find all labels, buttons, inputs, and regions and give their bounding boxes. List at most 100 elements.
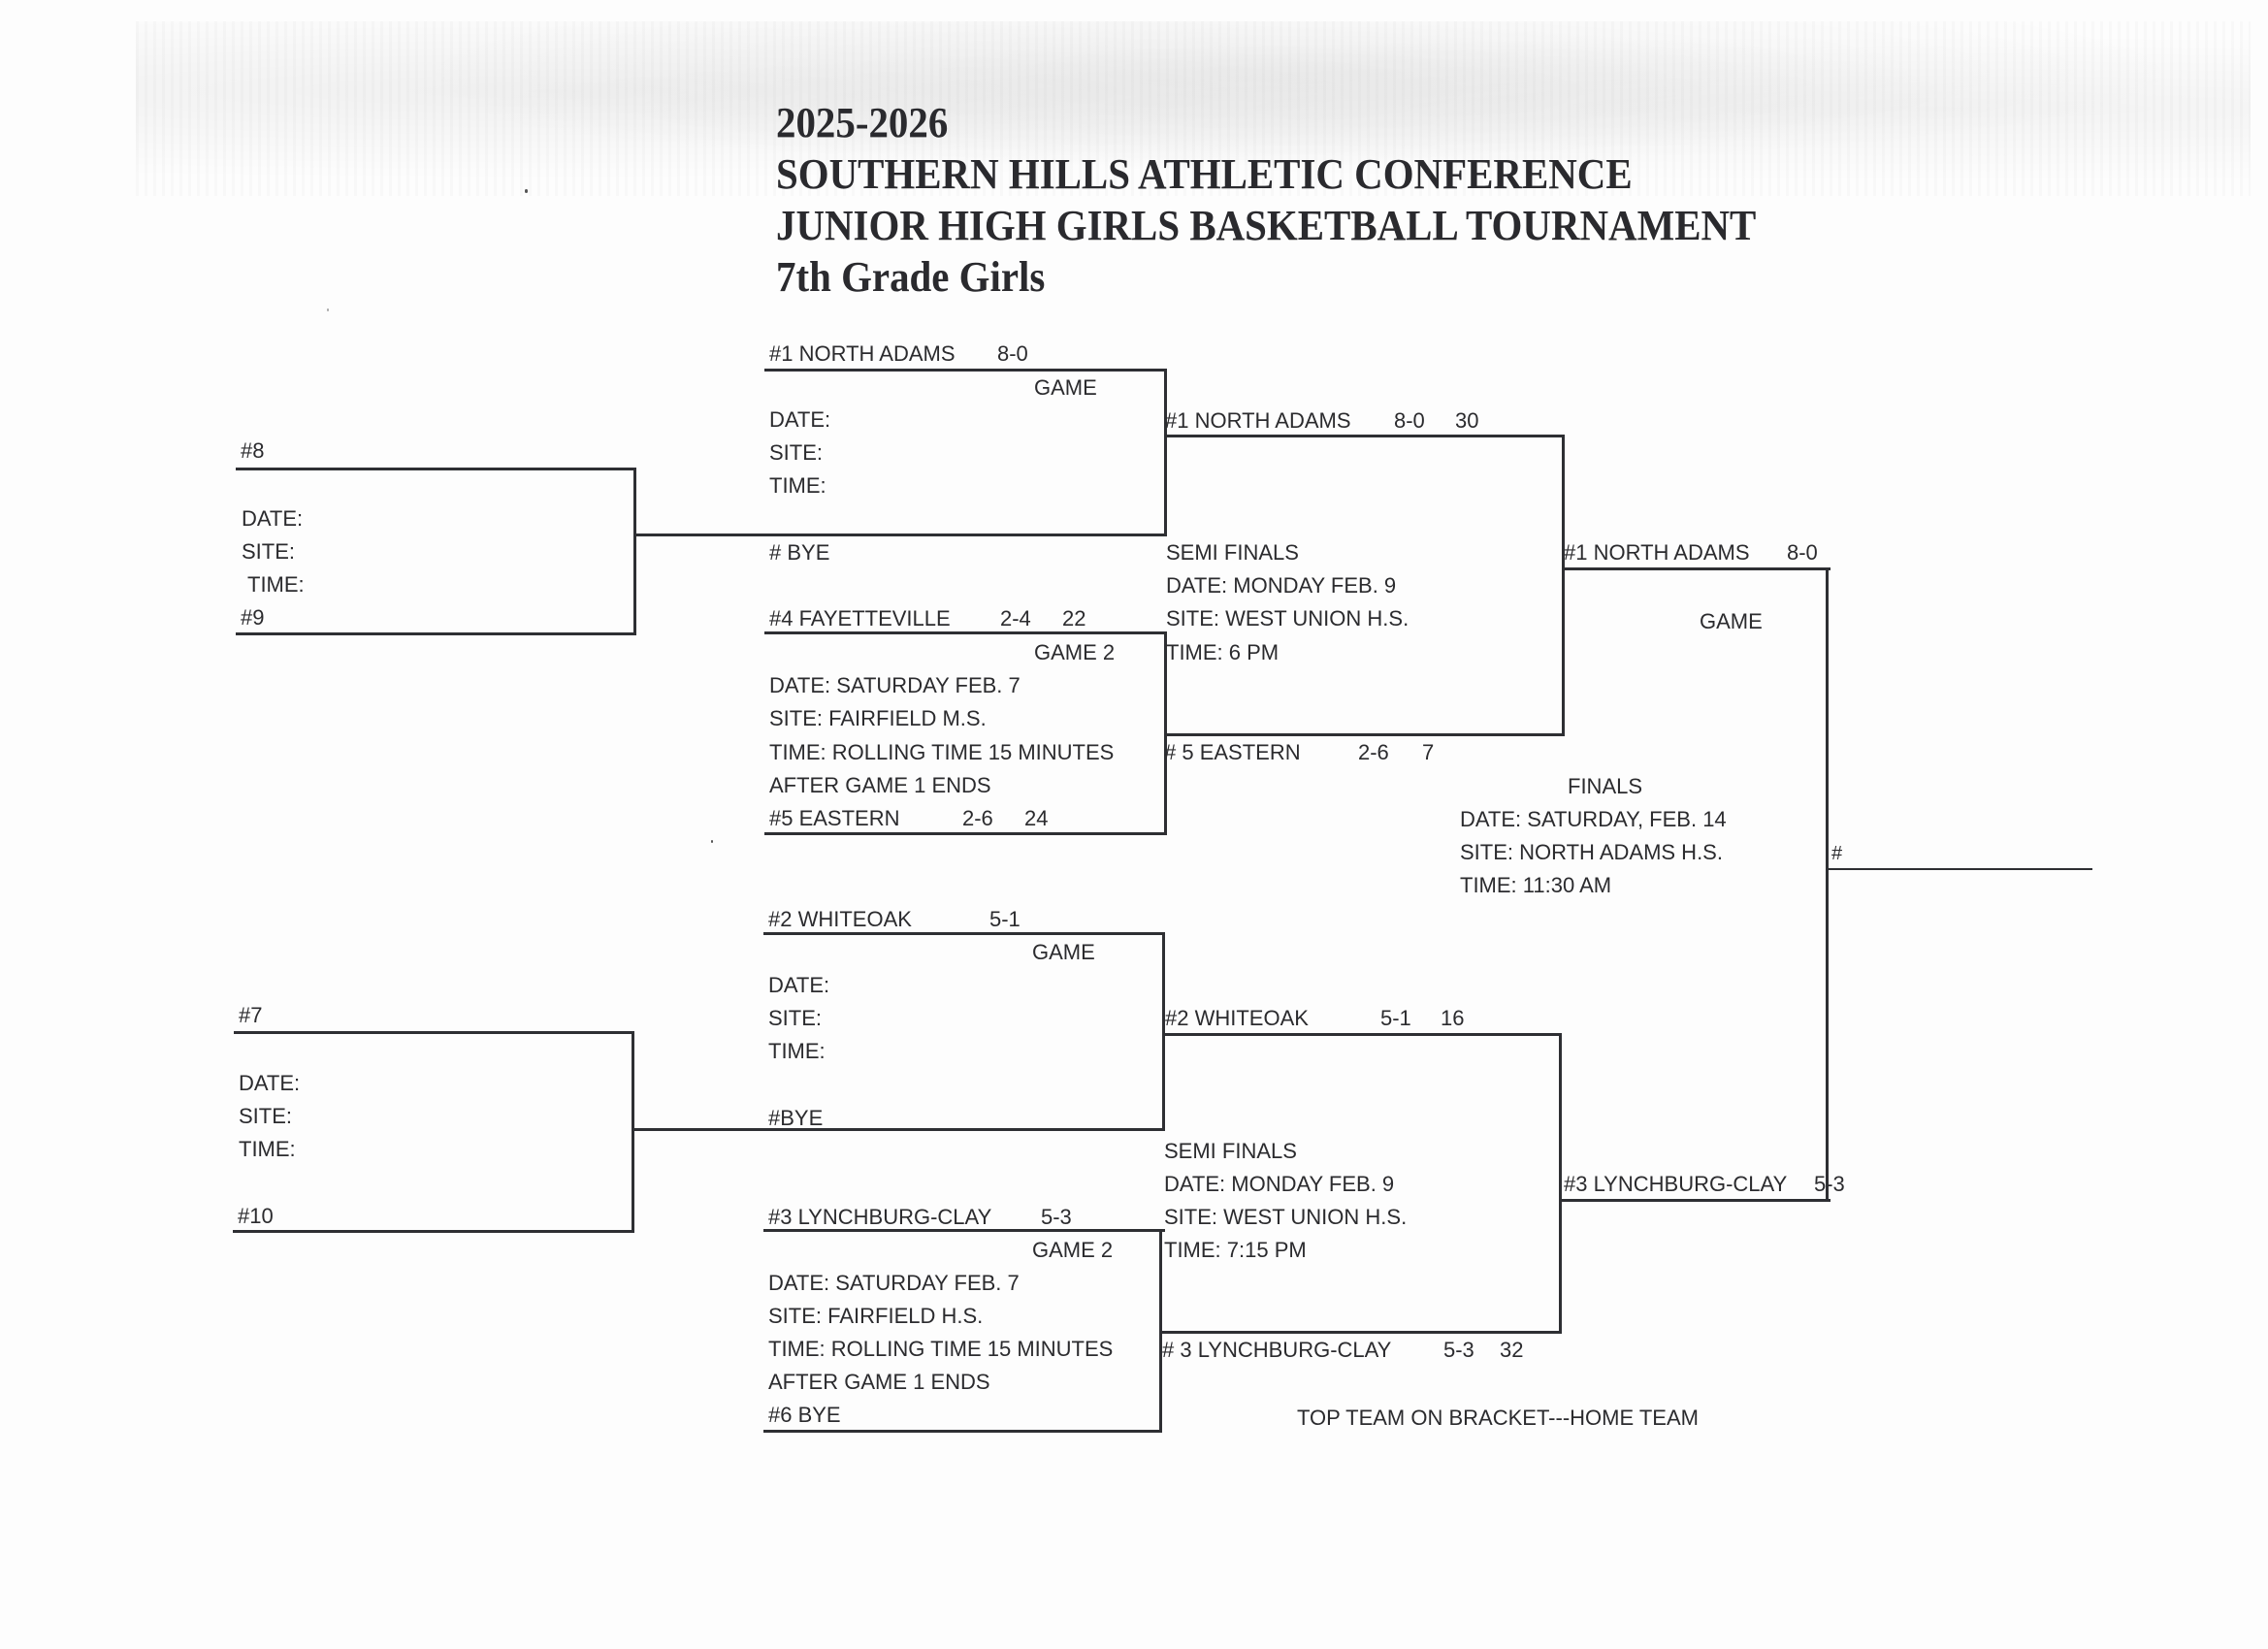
team-score: 24: [1024, 806, 1049, 830]
site-value: SITE: FAIRFIELD H.S.: [768, 1304, 984, 1328]
bracket-connector: [1562, 567, 1831, 570]
champion-slot: #: [1831, 843, 1843, 864]
team-record: 2-6: [1358, 740, 1389, 764]
game-label: GAME: [1032, 940, 1095, 964]
time-label: TIME:: [768, 1039, 826, 1063]
team-seed: #10: [238, 1204, 274, 1228]
date-value: DATE: SATURDAY FEB. 7: [769, 673, 1021, 697]
bracket-connector: [1164, 733, 1564, 736]
team-name: #3 LYNCHBURG-CLAY: [768, 1205, 992, 1229]
round-title: SEMI FINALS: [1164, 1139, 1297, 1163]
bracket-connector: [1164, 435, 1564, 437]
team-name: # 3 LYNCHBURG-CLAY: [1162, 1338, 1392, 1362]
time-label: TIME:: [769, 473, 826, 498]
site-value: SITE: NORTH ADAMS H.S.: [1460, 840, 1723, 864]
team-record: 8-0: [997, 341, 1028, 366]
team-name: #2 WHITEOAK: [1165, 1006, 1309, 1030]
bracket-line: [236, 632, 636, 635]
team-record: 2-6: [962, 806, 993, 830]
team-name: #3 LYNCHBURG-CLAY: [1564, 1172, 1788, 1196]
bracket-line: [632, 1031, 634, 1233]
time-value: TIME: 11:30 AM: [1460, 873, 1612, 897]
time-note: AFTER GAME 1 ENDS: [769, 773, 991, 797]
team-score: 7: [1422, 740, 1435, 764]
bracket-connector: [1559, 1199, 1831, 1202]
team-name: #4 FAYETTEVILLE: [769, 606, 951, 630]
bracket-line: [1559, 1033, 1562, 1334]
bracket-line: [234, 1031, 634, 1034]
game-label: GAME 2: [1034, 640, 1116, 664]
site-value: SITE: WEST UNION H.S.: [1164, 1205, 1408, 1229]
time-label: TIME:: [247, 572, 305, 597]
team-name: #2 WHITEOAK: [768, 907, 912, 931]
date-label: DATE:: [768, 973, 830, 997]
team-name: #5 EASTERN: [769, 806, 900, 830]
site-label: SITE:: [768, 1006, 823, 1030]
champion-line: [1826, 868, 2092, 870]
team-seed: #8: [241, 438, 265, 463]
bracket-line: [763, 1229, 1165, 1232]
bracket-connector: [632, 1128, 1164, 1131]
team-name: # BYE: [769, 540, 830, 565]
bracket-connector: [1162, 1033, 1562, 1036]
division-title: 7th Grade Girls: [776, 253, 1046, 301]
team-record: 8-0: [1394, 408, 1425, 433]
team-score: 30: [1455, 408, 1479, 433]
document-header: 2025-2026 SOUTHERN HILLS ATHLETIC CONFER…: [776, 97, 1830, 303]
bracket-connector: [633, 534, 1167, 536]
team-score: 22: [1062, 606, 1086, 630]
game-label: GAME: [1700, 609, 1763, 633]
time-note: AFTER GAME 1 ENDS: [768, 1370, 990, 1394]
site-value: SITE: FAIRFIELD M.S.: [769, 706, 987, 730]
date-value: DATE: MONDAY FEB. 9: [1164, 1172, 1395, 1196]
team-score: 32: [1500, 1338, 1524, 1362]
bracket-line: [763, 1430, 1162, 1433]
date-value: DATE: SATURDAY, FEB. 14: [1460, 807, 1727, 831]
scan-speck: [327, 308, 329, 311]
time-value: TIME: ROLLING TIME 15 MINUTES: [769, 740, 1115, 764]
bracket-connector: [1159, 1331, 1562, 1334]
date-label: DATE:: [769, 407, 831, 432]
team-score: 16: [1441, 1006, 1465, 1030]
bracket-line: [764, 631, 1167, 634]
bracket-line: [233, 1230, 634, 1233]
home-team-note: TOP TEAM ON BRACKET---HOME TEAM: [1297, 1406, 1699, 1430]
round-title: FINALS: [1568, 774, 1643, 798]
team-record: 5-1: [1380, 1006, 1411, 1030]
conference-title: SOUTHERN HILLS ATHLETIC CONFERENCE: [776, 150, 1633, 198]
date-label: DATE:: [239, 1071, 301, 1095]
time-value: TIME: 6 PM: [1166, 640, 1280, 664]
team-record: 5-3: [1041, 1205, 1072, 1229]
game-label: GAME: [1034, 375, 1097, 400]
team-name: #1 NORTH ADAMS: [1564, 540, 1750, 565]
bracket-line: [764, 832, 1167, 835]
scan-speck: [711, 840, 713, 843]
team-seed: #9: [241, 605, 265, 630]
team-name: #1 NORTH ADAMS: [1165, 408, 1351, 433]
team-record: 5-1: [989, 907, 1021, 931]
site-value: SITE: WEST UNION H.S.: [1166, 606, 1409, 630]
season-title: 2025-2026: [776, 99, 949, 146]
time-label: TIME:: [239, 1137, 296, 1161]
bracket-line: [1562, 435, 1565, 736]
bracket-line: [1162, 932, 1165, 1131]
team-name: #1 NORTH ADAMS: [769, 341, 956, 366]
team-name: #6 BYE: [768, 1403, 841, 1427]
time-value: TIME: 7:15 PM: [1164, 1238, 1307, 1262]
date-value: DATE: SATURDAY FEB. 7: [768, 1271, 1020, 1295]
game-label: GAME 2: [1032, 1238, 1114, 1262]
bracket-line: [1826, 567, 1829, 1202]
scan-speck: [525, 189, 528, 193]
team-record: 5-3: [1814, 1172, 1845, 1196]
site-label: SITE:: [769, 440, 824, 465]
date-value: DATE: MONDAY FEB. 9: [1166, 573, 1397, 598]
bracket-line: [236, 468, 636, 470]
bracket-line: [763, 932, 1165, 935]
team-record: 8-0: [1787, 540, 1818, 565]
team-seed: #7: [239, 1003, 263, 1027]
team-name: # 5 EASTERN: [1164, 740, 1301, 764]
team-record: 5-3: [1443, 1338, 1474, 1362]
time-value: TIME: ROLLING TIME 15 MINUTES: [768, 1337, 1114, 1361]
tournament-title: JUNIOR HIGH GIRLS BASKETBALL TOURNAMENT: [776, 202, 1757, 249]
date-label: DATE:: [242, 506, 304, 531]
